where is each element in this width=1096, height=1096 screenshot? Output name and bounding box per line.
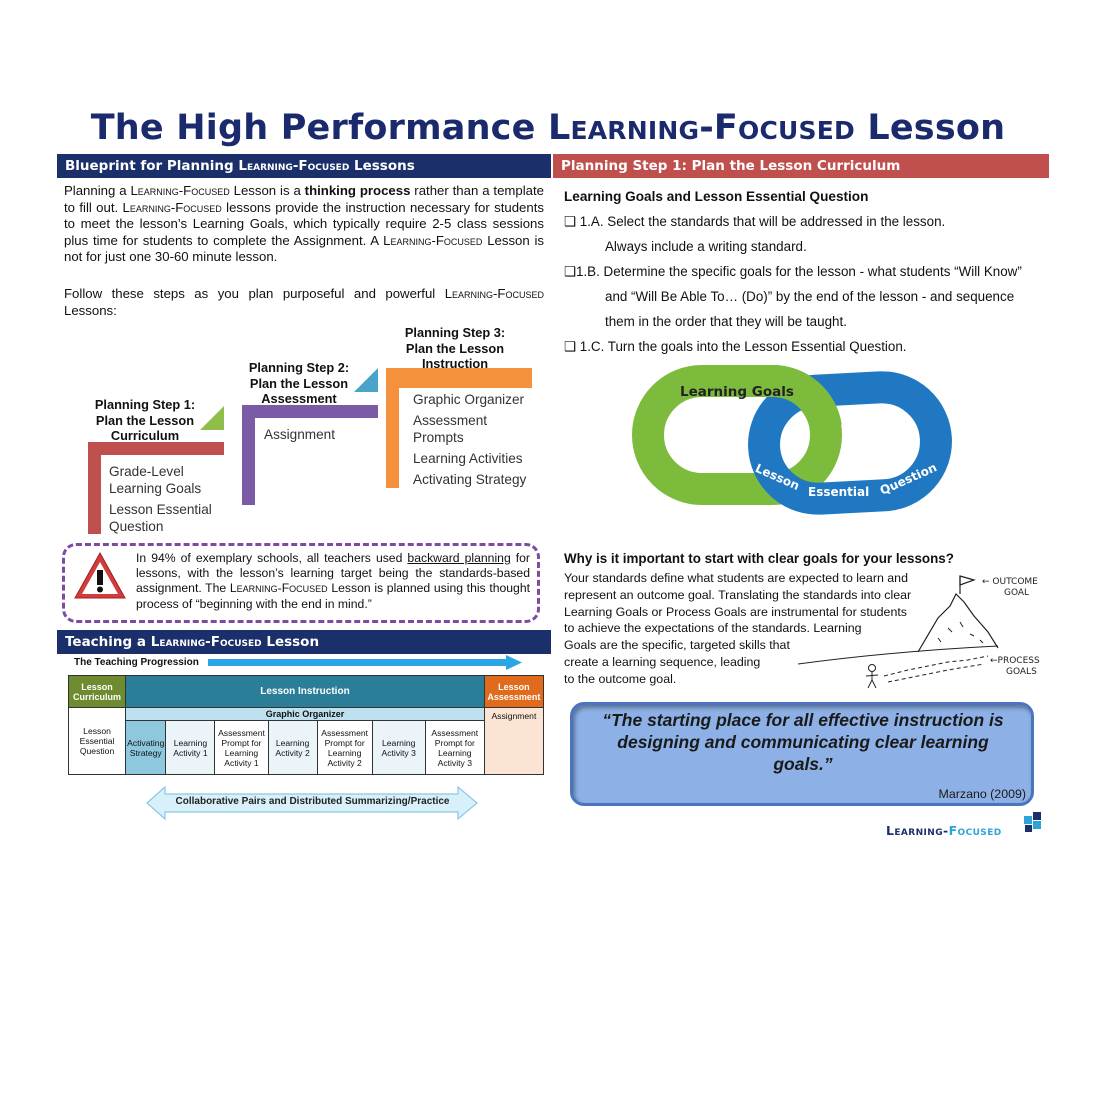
step2-bar-horizontal — [242, 405, 378, 418]
step3-item-1: Graphic Organizer — [413, 392, 525, 407]
blueprint-paragraph-1: Planning a Learning-Focused Lesson is a … — [64, 183, 544, 265]
teaching-header: Teaching a Learning-Focused Lesson — [57, 630, 551, 654]
goal-1a: ❑ 1.A. Select the standards that will be… — [564, 214, 946, 229]
step3-bar-vertical — [386, 368, 399, 488]
step3-item-4: Activating Strategy — [413, 472, 527, 487]
collaborative-label: Collaborative Pairs and Distributed Summ… — [175, 796, 450, 807]
why-question: Why is it important to start with clear … — [564, 551, 954, 566]
essential-question-cell: Lesson Essential Question — [67, 707, 127, 775]
step1-bar-vertical — [88, 442, 101, 534]
learning-activity-2-cell: Learning Activity 2 — [267, 720, 318, 775]
activating-strategy-cell: Activating Strategy — [125, 720, 167, 775]
assessment-prompt-1-cell: Assessment Prompt for Learning Activity … — [214, 720, 269, 775]
col-assessment-header: Lesson Assessment — [483, 675, 545, 708]
step1-item-1: Grade-Level Learning Goals — [109, 464, 202, 496]
step3-item-3: Learning Activities — [413, 451, 523, 466]
chain-essential-word: Essential — [808, 485, 870, 499]
step2-triangle — [354, 368, 378, 392]
progression-arrow — [208, 655, 522, 670]
step2-bar-vertical — [242, 405, 255, 505]
planning-steps-diagram — [88, 368, 532, 534]
blueprint-header: Blueprint for Planning Learning-Focused … — [57, 154, 551, 178]
page-title: The High Performance Learning-Focused Le… — [90, 108, 1006, 148]
graphic-organizer-cell: Graphic Organizer — [125, 707, 485, 721]
step3-title: Planning Step 3: Plan the Lesson Instruc… — [404, 325, 506, 371]
backward-planning-text: In 94% of exemplary schools, all teacher… — [136, 551, 530, 611]
step1-header: Planning Step 1: Plan the Lesson Curricu… — [553, 154, 1049, 178]
learning-activity-1-cell: Learning Activity 1 — [165, 720, 216, 775]
backward-planning-callout — [62, 543, 540, 623]
step2-title: Planning Step 2: Plan the Lesson Assessm… — [248, 360, 350, 406]
puzzle-icon — [1024, 812, 1041, 832]
step1-triangle — [200, 406, 224, 430]
goal-1b-cont-2: them in the order that they will be taug… — [605, 314, 847, 329]
goal-1b: ❑1.B. Determine the specific goals for t… — [564, 264, 1022, 279]
mountain-goal-sketch — [798, 575, 999, 689]
blueprint-paragraph-2: Follow these steps as you plan purposefu… — [64, 286, 544, 318]
teaching-progression-label: The Teaching Progression — [74, 657, 199, 668]
step3-item-2: Assessment Prompts — [413, 413, 488, 445]
marzano-quote-box — [570, 702, 1034, 806]
assessment-prompt-2-cell: Assessment Prompt for Learning Activity … — [316, 720, 373, 775]
quote-source: Marzano (2009) — [938, 787, 1026, 801]
goal-1a-cont: Always include a writing standard. — [605, 239, 807, 254]
learning-chain-graphic — [632, 365, 952, 515]
chain-learning-goals-label: Learning Goals — [680, 384, 794, 400]
warning-icon — [74, 551, 126, 599]
step1-item-2: Lesson Essential Question — [109, 502, 212, 534]
teaching-table: Lesson Curriculum Lesson Instruction Les… — [67, 675, 545, 775]
step1-title: Planning Step 1: Plan the Lesson Curricu… — [94, 397, 196, 443]
learning-activity-3-cell: Learning Activity 3 — [371, 720, 426, 775]
step3-bar-horizontal — [386, 368, 532, 388]
assessment-prompt-3-cell: Assessment Prompt for Learning Activity … — [424, 720, 485, 775]
collaborative-double-arrow — [146, 785, 478, 821]
col-curriculum-header: Lesson Curriculum — [67, 675, 127, 708]
learning-focused-logo: Learning-Focused — [886, 823, 1002, 838]
goal-1b-cont-1: and “Will Be Able To… (Do)” by the end o… — [605, 289, 1015, 304]
quote-text: “The starting place for all effective in… — [602, 710, 1004, 774]
step1-bar-horizontal — [88, 442, 224, 455]
why-explanation: Your standards define what students are … — [564, 571, 912, 686]
goals-subheading: Learning Goals and Lesson Essential Ques… — [564, 189, 869, 204]
assignment-cell: Assignment — [483, 707, 545, 775]
goal-1c: ❑ 1.C. Turn the goals into the Lesson Es… — [564, 339, 907, 354]
col-instruction-header: Lesson Instruction — [125, 675, 485, 708]
step2-item-1: Assignment — [264, 427, 336, 442]
